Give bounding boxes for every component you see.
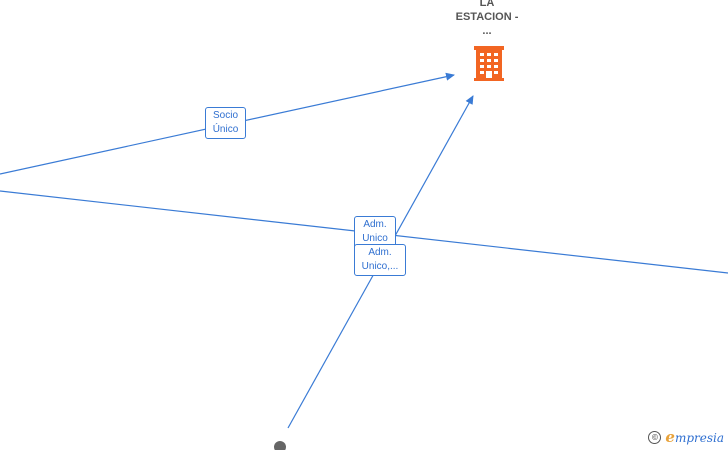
- brand-name: empresia: [665, 428, 724, 446]
- person-node[interactable]: [274, 441, 286, 450]
- edge-label-line: Socio: [212, 110, 238, 121]
- brand-rest: mpresia: [674, 431, 724, 445]
- edge-label-line: Único: [212, 124, 239, 135]
- company-title-line-2: ESTACION -: [455, 11, 519, 23]
- company-title-line-1: LA: [479, 0, 495, 9]
- building-icon[interactable]: [474, 46, 504, 81]
- edge-label-socio-unico[interactable]: Socio Único: [205, 107, 246, 139]
- edge-label-adm-unico-2[interactable]: Adm. Unico,...: [354, 244, 406, 276]
- brand-initial: e: [665, 428, 675, 446]
- brand-watermark: © empresia: [648, 428, 724, 446]
- company-title-line-3: ...: [482, 25, 492, 37]
- edge-label-line: Unico,...: [361, 261, 399, 272]
- edge-label-line: Unico: [362, 233, 388, 244]
- copyright-icon: ©: [648, 430, 662, 444]
- edge-label-line: Adm.: [363, 219, 387, 230]
- company-node-title[interactable]: LA ESTACION - ...: [437, 0, 537, 38]
- edge-label-line: Adm.: [368, 247, 392, 258]
